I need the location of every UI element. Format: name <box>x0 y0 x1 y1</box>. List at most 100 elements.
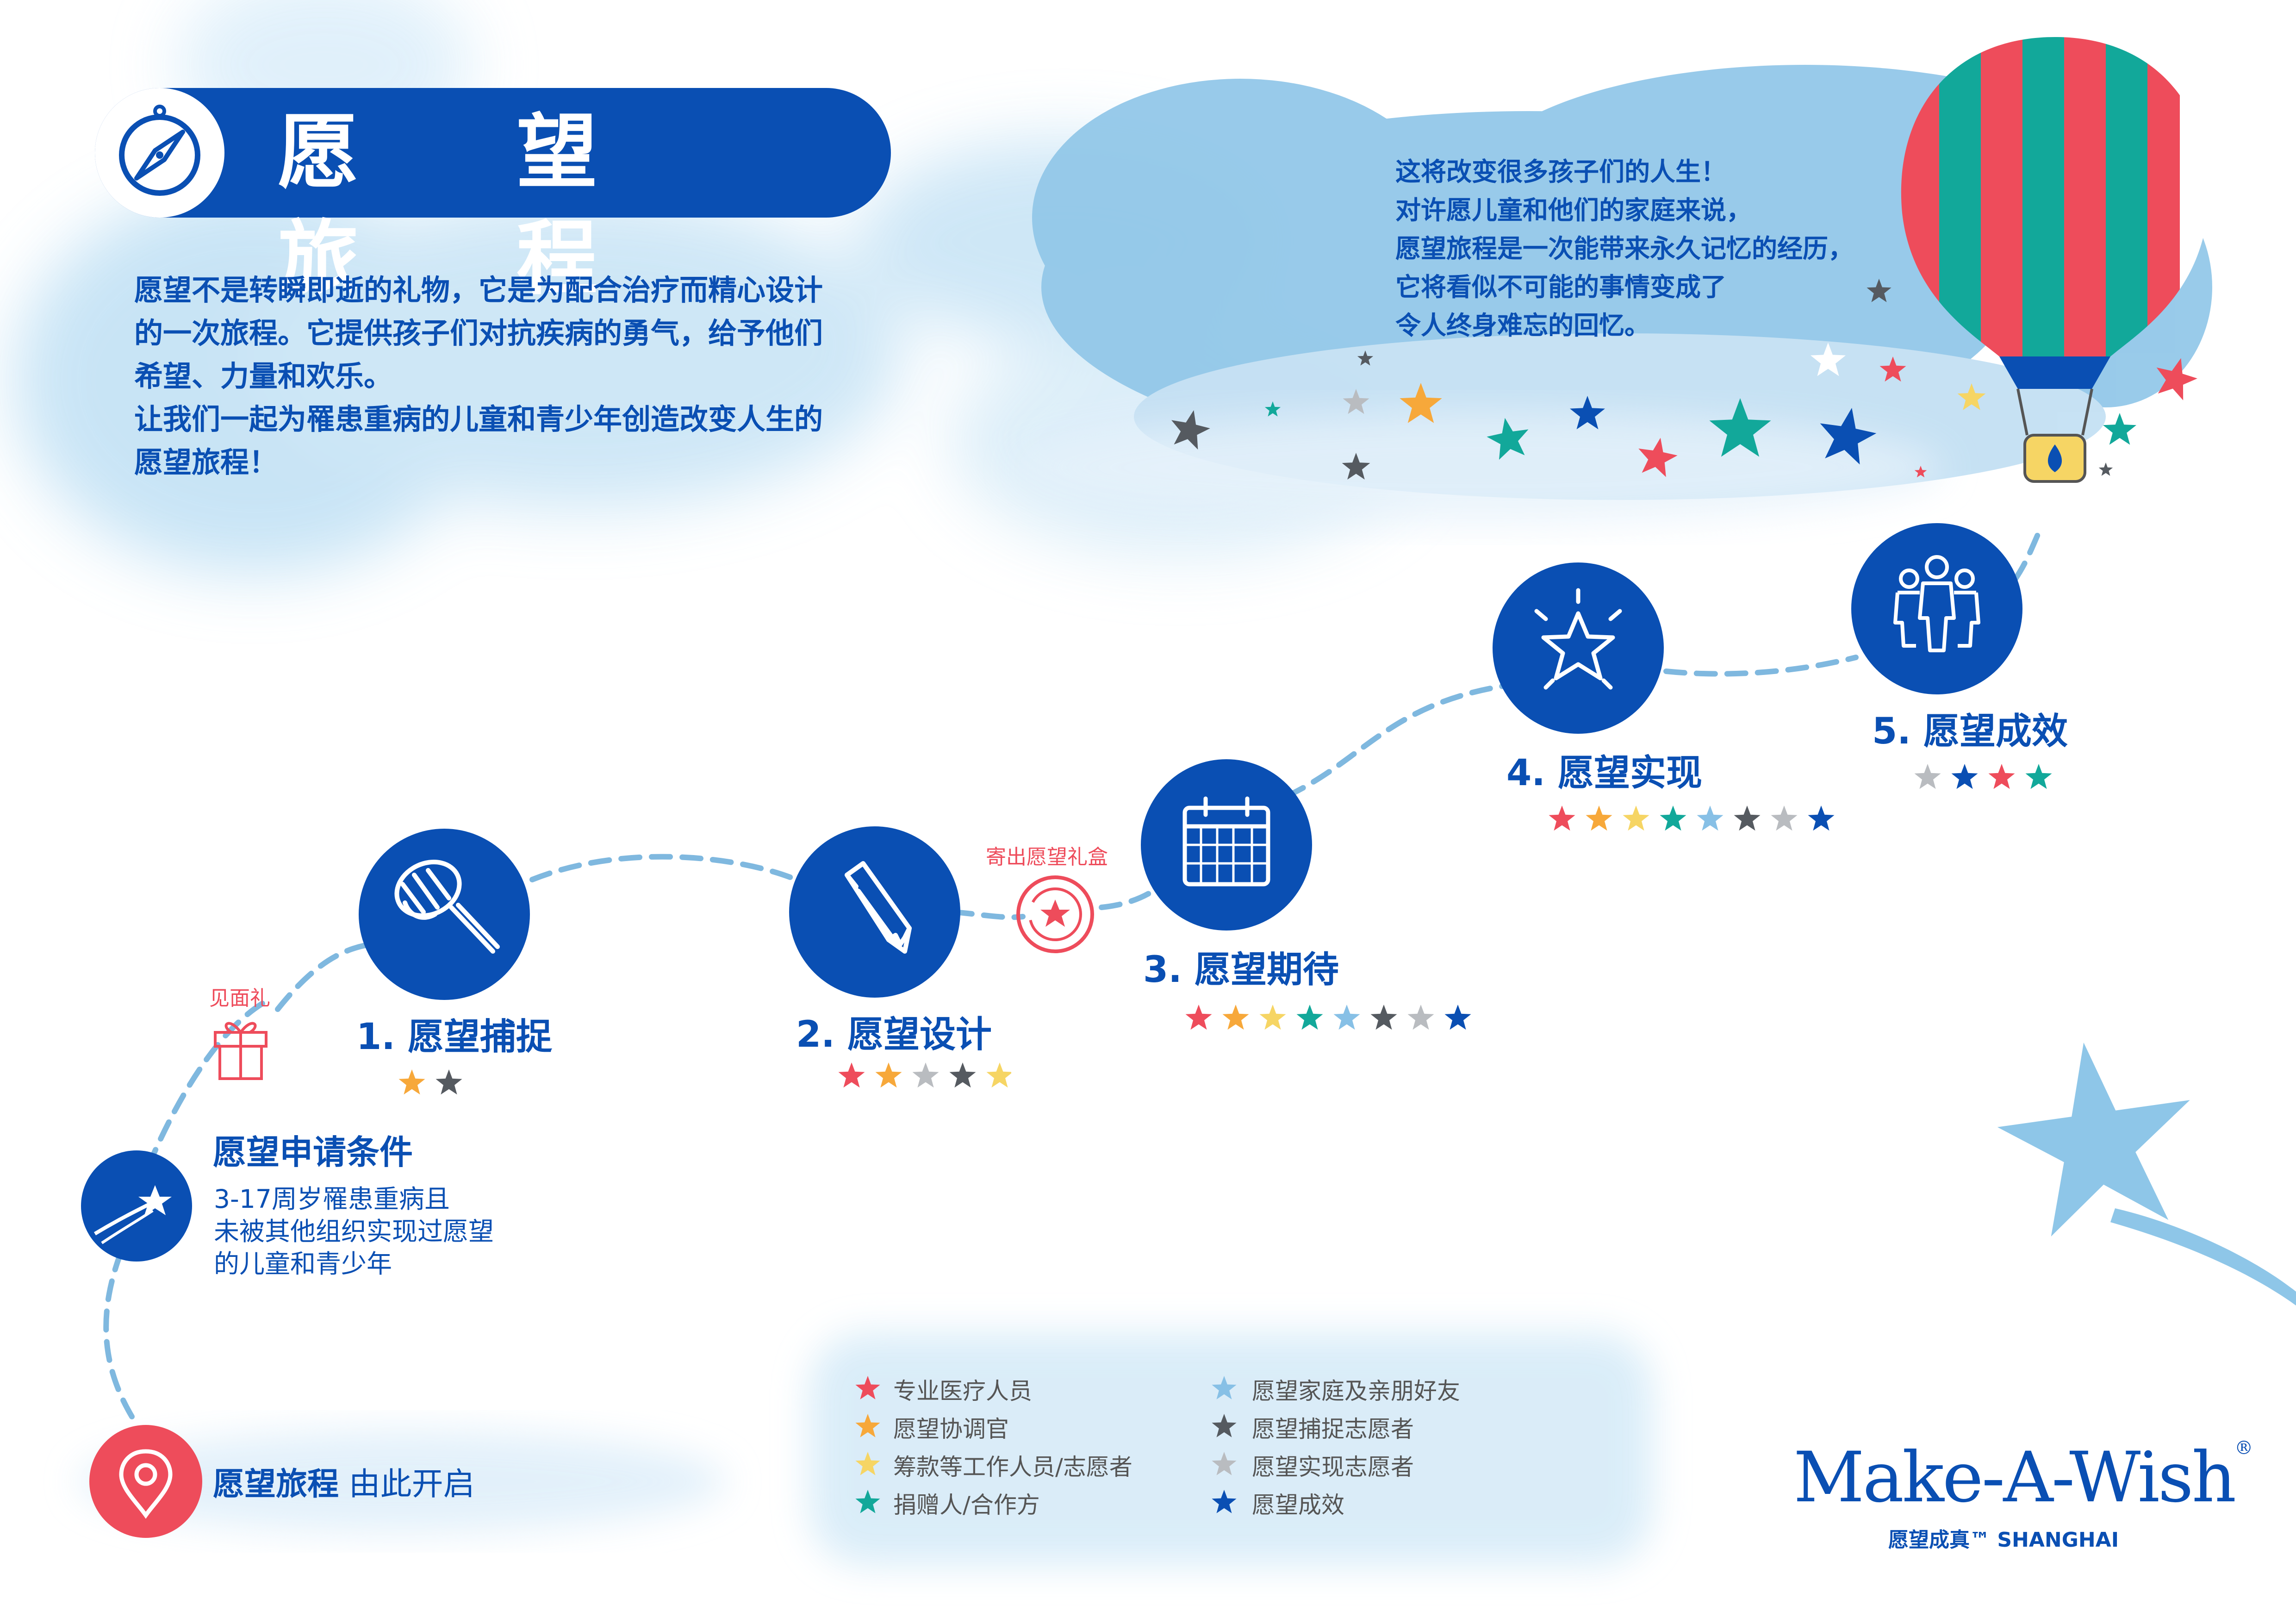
quote-line: 愿望旅程是一次能带来永久记忆的经历， <box>1395 234 1854 263</box>
star-icon <box>1212 1376 1237 1399</box>
step1-stars <box>398 1069 462 1095</box>
step3-stars <box>1185 1005 1471 1030</box>
legend-label: 愿望实现志愿者 <box>1252 1454 1414 1480</box>
star-icon <box>1549 806 1575 831</box>
star-icon <box>1333 1005 1360 1030</box>
star-icon <box>1623 806 1649 831</box>
star-icon <box>2103 413 2137 445</box>
star-icon <box>1343 389 1369 414</box>
logo-subtitle: 愿望成真™ SHANGHAI <box>1888 1528 2119 1552</box>
intro-paragraph: 愿望不是转瞬即逝的礼物，它是为配合治疗而精心设计 的一次旅程。它提供孩子们对抗疾… <box>134 269 921 484</box>
intro-line: 愿望不是转瞬即逝的礼物，它是为配合治疗而精心设计 <box>134 273 823 307</box>
star-icon <box>1709 398 1771 457</box>
legend-label: 愿望捕捉志愿者 <box>1252 1416 1414 1443</box>
shooting-star-icon <box>81 1150 192 1262</box>
star-icon <box>1586 806 1612 831</box>
step4-circle <box>1493 562 1664 734</box>
step3-circle <box>1141 759 1312 931</box>
condition-line: 3-17周岁罹患重病且 <box>214 1184 450 1214</box>
step5-stars <box>1914 764 2052 789</box>
condition-line: 未被其他组织实现过愿望 <box>214 1217 494 1246</box>
star-icon <box>1771 806 1798 831</box>
step3-label: 3. 愿望期待 <box>1143 949 1339 991</box>
star-icon <box>838 1062 865 1088</box>
star-icon <box>1914 764 1941 789</box>
star-icon <box>855 1414 880 1437</box>
star-icon <box>436 1069 462 1095</box>
quote-line: 对许愿儿童和他们的家庭来说， <box>1395 195 1752 225</box>
star-icon <box>1957 383 1986 410</box>
step4-stars <box>1549 806 1835 831</box>
star-icon <box>1212 1414 1237 1437</box>
star-icon <box>1342 453 1370 480</box>
legend-label: 愿望家庭及亲朋好友 <box>1252 1378 1460 1405</box>
star-icon <box>1407 1005 1434 1030</box>
star-icon <box>1487 418 1529 460</box>
butterfly-net-icon <box>394 860 500 954</box>
star-icon <box>1444 1005 1471 1030</box>
star-icon <box>2098 462 2113 476</box>
star-icon <box>1638 437 1678 477</box>
intro-line: 的一次旅程。它提供孩子们对抗疾病的勇气，给予他们 <box>134 316 823 350</box>
star-icon <box>1171 410 1210 450</box>
quote-line: 它将看似不可能的事情变成了 <box>1395 272 1727 302</box>
intro-line: 愿望旅程！ <box>134 445 278 479</box>
step5-circle <box>1851 523 2022 694</box>
legend-star-icon <box>855 1414 880 1437</box>
start-label: 愿望旅程 由此开启 <box>213 1458 475 1504</box>
calendar-icon <box>1182 796 1270 887</box>
legend-star-icon <box>855 1376 880 1399</box>
quote-paragraph: 这将改变很多孩子们的人生！ 对许愿儿童和他们的家庭来说， 愿望旅程是一次能带来永… <box>1395 153 1951 345</box>
legend-label: 筹款等工作人员/志愿者 <box>893 1454 1132 1480</box>
star-icon <box>1867 279 1892 302</box>
star-icon <box>1879 356 1906 382</box>
condition-title: 愿望申请条件 <box>213 1133 413 1172</box>
star-icon <box>1914 466 1927 478</box>
star-icon <box>875 1062 902 1088</box>
step4-label: 4. 愿望实现 <box>1506 752 1703 794</box>
intro-line: 希望、力量和欢乐。 <box>134 359 393 393</box>
legend-star-icon <box>855 1452 880 1475</box>
location-pin-icon <box>89 1425 202 1538</box>
star-icon <box>1222 1005 1249 1030</box>
condition-line: 的儿童和青少年 <box>214 1249 392 1279</box>
make-a-wish-logo: Make-A-Wish® <box>1793 1437 2253 1518</box>
star-icon <box>949 1062 976 1088</box>
star-icon <box>2025 764 2052 789</box>
box-label: 寄出愿望礼盒 <box>986 845 1108 869</box>
star-icon <box>855 1452 880 1475</box>
intro-line: 让我们一起为罹患重病的儿童和青少年创造改变人生的 <box>134 402 823 436</box>
step5-label: 5. 愿望成效 <box>1872 711 2068 752</box>
legend-star-icon <box>1212 1414 1237 1437</box>
star-icon <box>1264 401 1281 417</box>
decorative-stars <box>1171 279 2197 480</box>
star-icon <box>1811 343 1846 376</box>
star-icon <box>1988 764 2015 789</box>
gift-label: 见面礼 <box>209 987 270 1010</box>
star-icon <box>1808 806 1835 831</box>
star-icon <box>2156 358 2197 400</box>
shooting-star-shape <box>1997 1042 2190 1237</box>
legend-label: 捐赠人/合作方 <box>893 1492 1040 1518</box>
star-icon <box>1357 350 1374 366</box>
quote-line: 这将改变很多孩子们的人生！ <box>1395 157 1727 187</box>
start-label-rest: 由此开启 <box>339 1466 475 1503</box>
legend-star-icon <box>1212 1376 1237 1399</box>
legend-label: 愿望协调官 <box>893 1416 1009 1443</box>
star-icon <box>1259 1005 1286 1030</box>
page-title: 愿 望 旅 程 <box>278 106 662 306</box>
title-banner <box>95 88 891 218</box>
step1-label: 1. 愿望捕捉 <box>356 1016 553 1058</box>
star-burst-icon <box>1534 588 1622 690</box>
pencil-icon <box>845 861 912 954</box>
step2-stars <box>838 1062 1011 1088</box>
star-icon <box>398 1069 425 1095</box>
star-icon <box>1185 1005 1212 1030</box>
star-icon <box>1951 764 1978 789</box>
star-icon <box>1570 396 1605 430</box>
star-icon <box>855 1376 880 1399</box>
star-icon <box>1212 1452 1237 1475</box>
legend-star-icon <box>855 1490 880 1513</box>
star-icon <box>1296 1005 1323 1030</box>
